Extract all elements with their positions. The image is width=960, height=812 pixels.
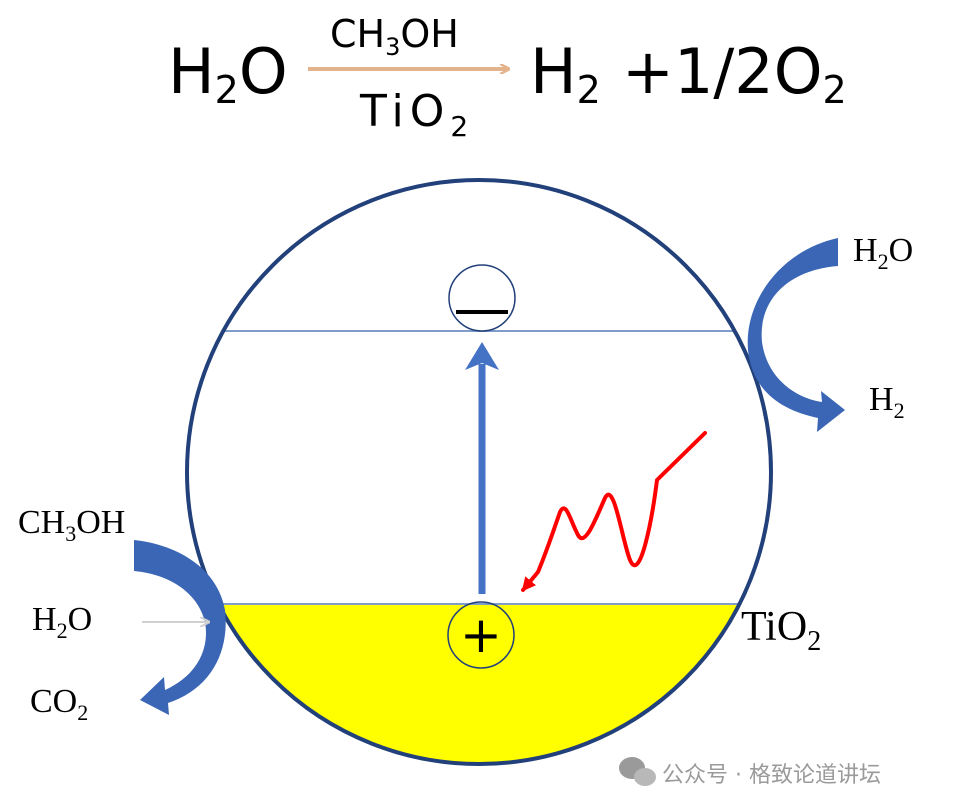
electron: — <box>448 264 516 332</box>
excitation-arrow-head <box>465 342 499 370</box>
reactant-water: H2O <box>168 35 288 112</box>
hole-circle <box>447 601 515 669</box>
product-oxygen: +1/2O2 <box>622 35 847 112</box>
tio2-label: TiO2 <box>741 604 821 657</box>
hole: + <box>447 601 515 669</box>
reaction-equation: H2O CH3OH TiO2 H2 +1/2O2 <box>168 12 847 143</box>
watermark-text: 公众号 · 格致论道讲坛 <box>662 763 881 788</box>
right-output-h2: H2 <box>869 381 905 423</box>
left-input-h2o: H2O <box>32 601 92 643</box>
particle-outline <box>185 178 773 766</box>
left-input-methanol: CH3OH <box>18 504 125 546</box>
product-hydrogen: H2 <box>530 35 601 112</box>
right-curved-arrow <box>747 238 845 432</box>
wechat-icon <box>619 757 656 786</box>
electron-circle <box>448 264 516 332</box>
arrow-label-methanol: CH3OH <box>330 12 459 61</box>
hole-plus-sign: + <box>460 606 502 664</box>
arrow-label-catalyst: TiO2 <box>359 86 468 143</box>
left-output-co2: CO2 <box>30 683 88 725</box>
watermark: 公众号 · 格致论道讲坛 <box>619 757 881 788</box>
right-input-h2o: H2O <box>853 232 913 274</box>
left-curved-arrow <box>134 540 226 715</box>
photon-wave <box>521 431 707 592</box>
excitation-arrow <box>465 342 499 594</box>
